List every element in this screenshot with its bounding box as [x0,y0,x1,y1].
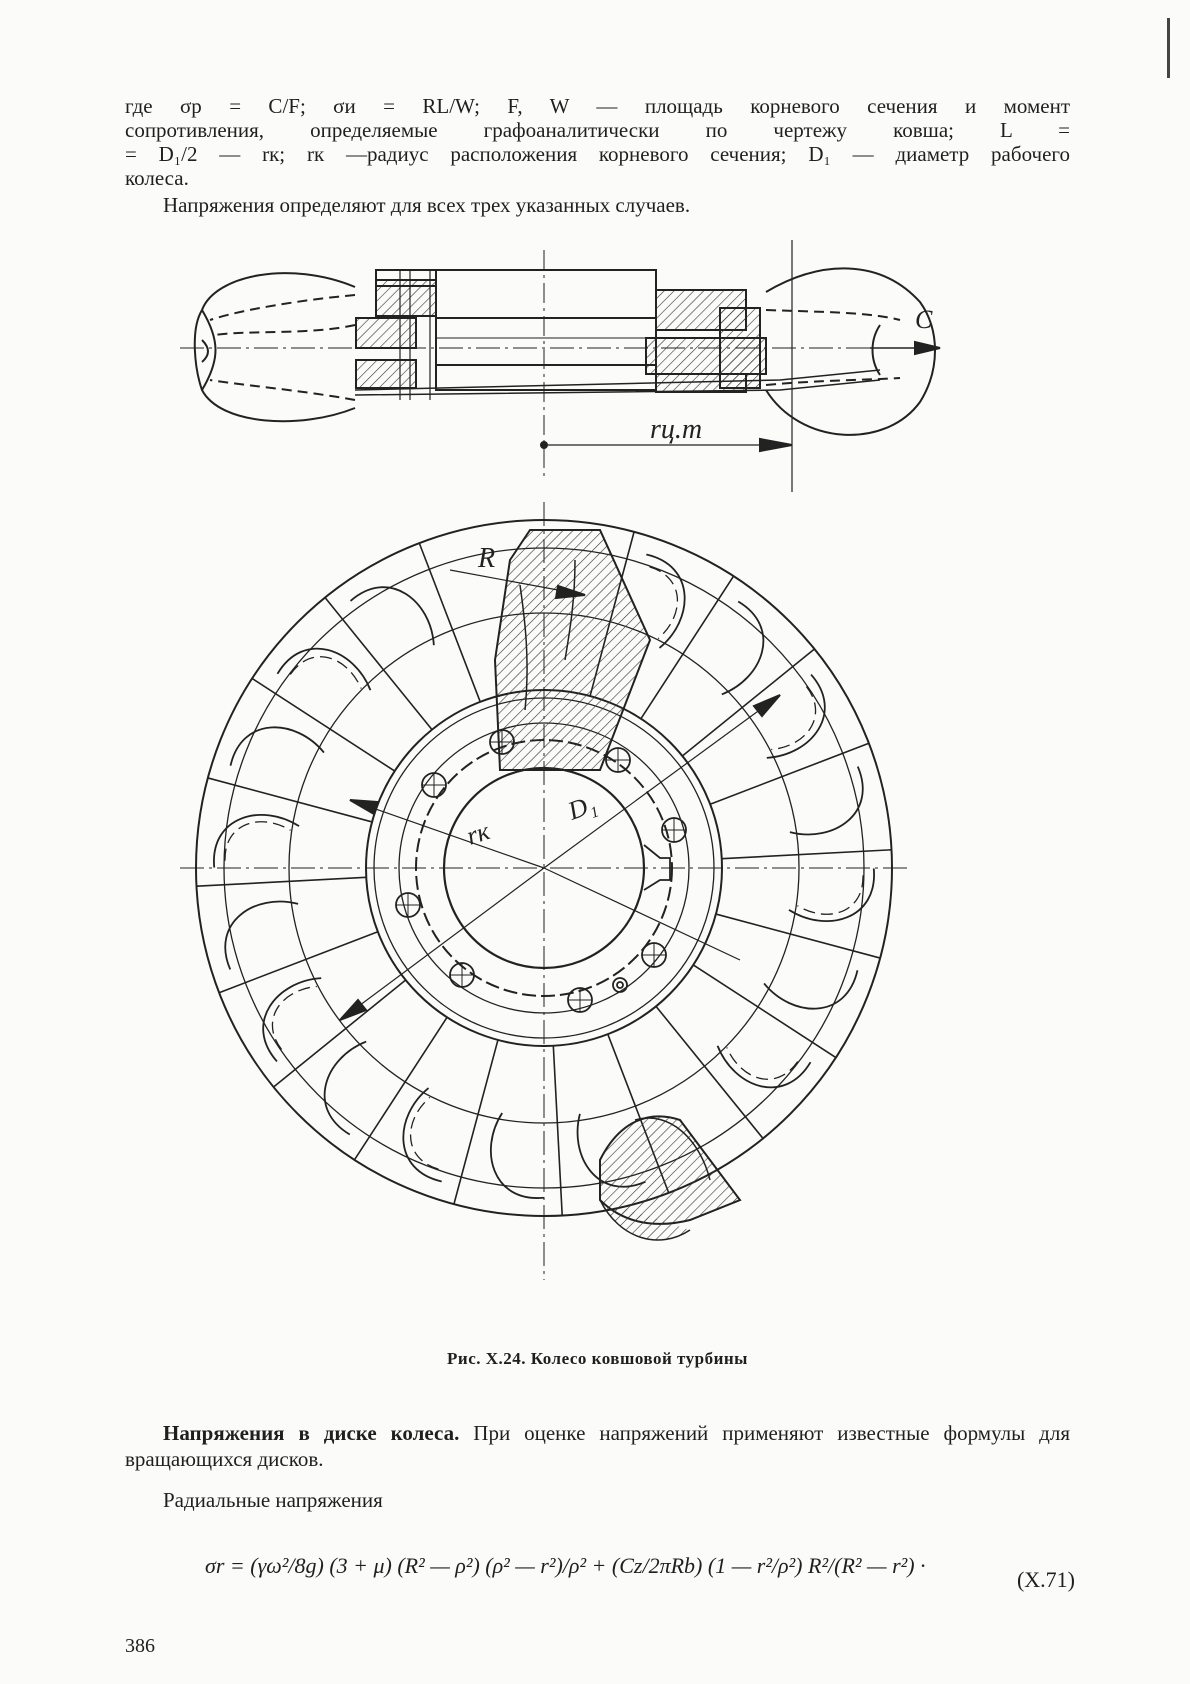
subheading-radial: Радиальные напряжения [163,1488,383,1512]
r-ct-label: rц.т [650,414,702,445]
scan-edge-mark [1167,18,1170,78]
paragraph-definitions: где σр = C/F; σи = RL/W; F, W — площадь … [125,94,1070,190]
section-body: При оценке напряжений применяют известны… [125,1421,1070,1471]
wheel-front-view [180,502,910,1280]
force-c-label: C [915,305,933,334]
equation-x71: σr = (γω²/8g) (3 + μ) (R² — ρ²) (ρ² — r²… [205,1553,1075,1613]
paragraph-cases: Напряжения определяют для всех трех указ… [163,193,691,217]
turbine-wheel-figure: C rц.т [180,240,941,1280]
equation-body: σr = (γω²/8g) (3 + μ) (R² — ρ²) (ρ² — r²… [205,1553,926,1578]
diameter-d1-label: D₁ [563,789,600,826]
section-heading: Напряжения в диске колеса. [163,1421,460,1445]
figure-number: Рис. X.24. [447,1349,527,1368]
paragraph-line: где σр = C/F; σи = RL/W; F, W — площадь … [125,94,1070,118]
figure-caption: Рис. X.24. Колесо ковшовой турбины [125,1349,1070,1369]
section-disc-stress: Напряжения в диске колеса. При оценке на… [125,1420,1070,1472]
paragraph-line: колеса. [125,166,189,190]
figure-caption-text: Колесо ковшовой турбины [530,1349,748,1368]
radius-rk-label: rк [463,816,494,851]
radius-r-label: R [477,543,495,574]
paragraph-line: = D₁/2 — rк; rк —радиус расположения кор… [125,142,1070,166]
section-view [180,240,941,492]
page-number: 386 [125,1635,155,1657]
paragraph-line: сопротивления, определяемые графоаналити… [125,118,1070,142]
equation-number: (X.71) [1016,1567,1075,1592]
